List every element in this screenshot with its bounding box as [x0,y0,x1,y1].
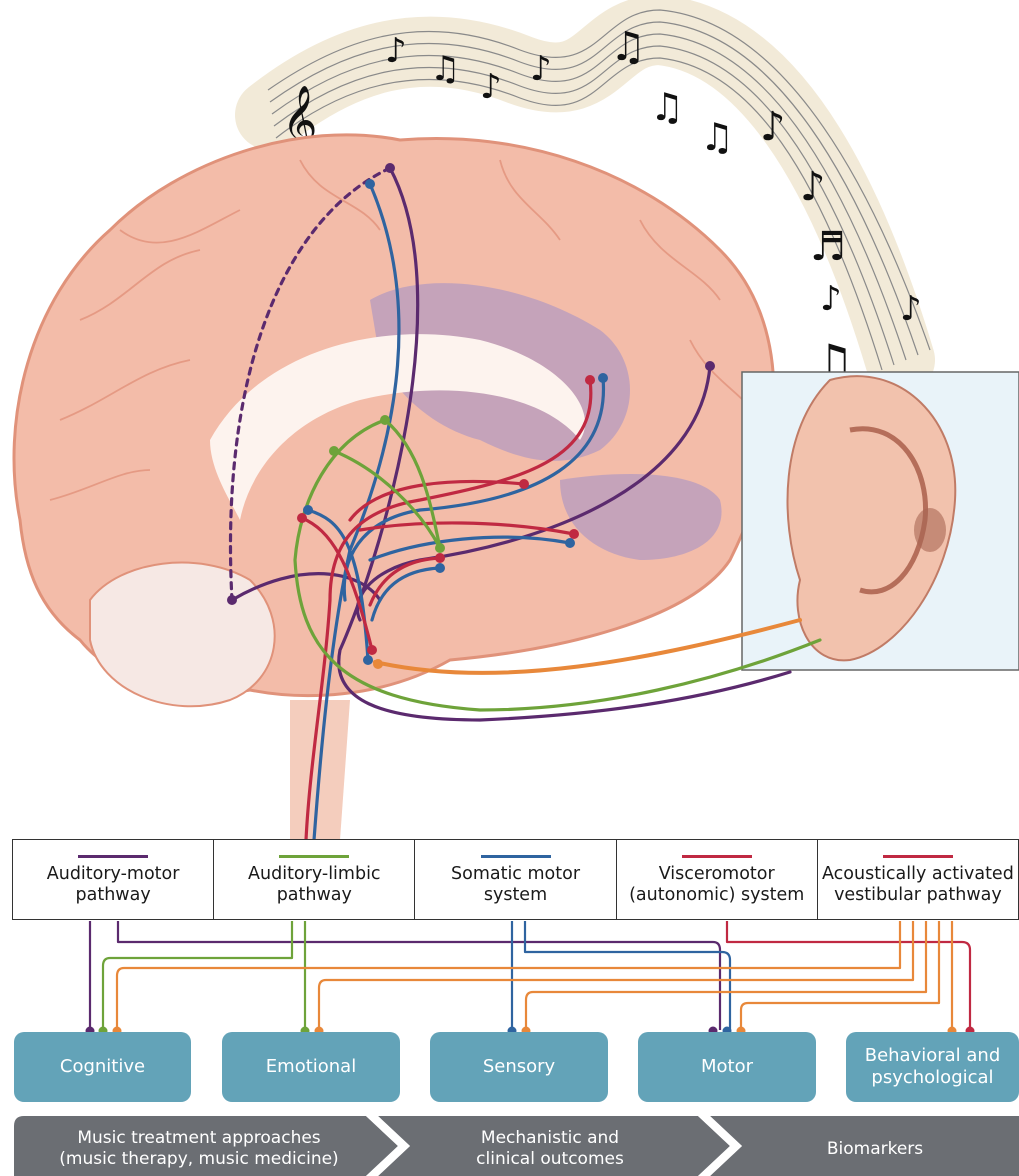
band-step-label: Biomarkers [827,1139,923,1160]
band-step-biomarkers: Biomarkers [740,1122,1010,1176]
band-step-label: Music treatment approaches (music therap… [59,1128,338,1170]
band-step-outcomes: Mechanistic and clinical outcomes [400,1122,700,1176]
band-step-treatment: Music treatment approaches (music therap… [14,1122,384,1176]
band-step-label: Mechanistic and clinical outcomes [476,1128,624,1170]
